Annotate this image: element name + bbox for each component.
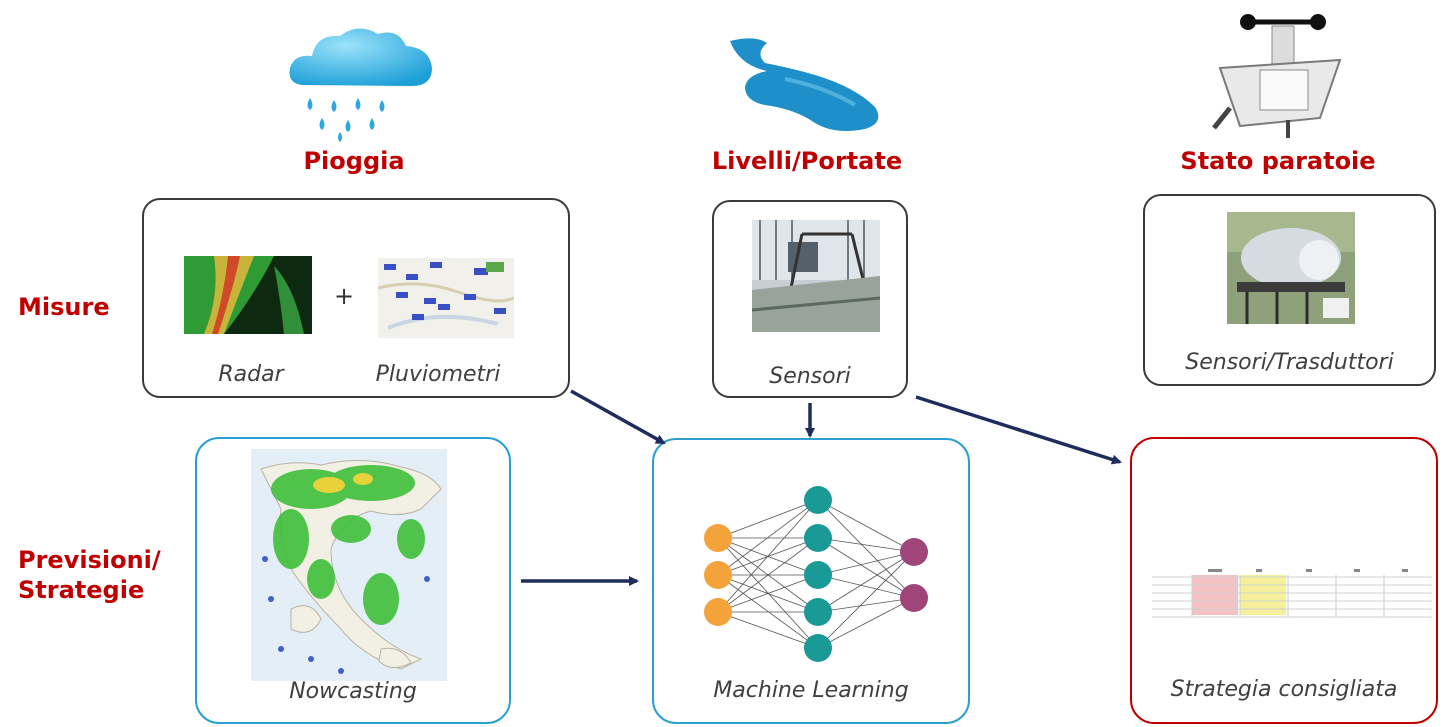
row-heading-measures: Misure — [18, 293, 110, 321]
river-icon — [730, 38, 879, 131]
plus-sign: + — [334, 282, 355, 310]
machine-learning-box: Machine Learning — [652, 438, 970, 724]
strategy-caption: Strategia consigliata — [1170, 677, 1398, 702]
machine-learning-caption: Machine Learning — [713, 678, 909, 703]
strategy-box: Strategia consigliata — [1130, 437, 1438, 724]
gate-transducer-image — [1227, 212, 1355, 324]
arrow-sensors-to-strategy — [915, 395, 1122, 465]
nowcasting-map-image — [251, 449, 447, 681]
neural-network-diagram — [704, 486, 928, 662]
measures-rain-box: + Radar Pluviometri — [142, 198, 570, 398]
row-heading-forecasts-line1: Previsioni/ — [18, 546, 161, 574]
rain-gauge-map-image — [378, 258, 514, 338]
row-heading-forecasts: Previsioni/ Strategie — [18, 545, 161, 605]
column-heading-rain: Pioggia — [303, 147, 405, 175]
water-level-sensor-image — [752, 220, 880, 332]
radar-caption: Radar — [218, 362, 284, 387]
transducers-caption: Sensori/Trasduttori — [1185, 350, 1394, 375]
row-heading-forecasts-line2: Strategie — [18, 576, 145, 604]
input-nodes — [704, 524, 732, 626]
radar-image — [184, 256, 312, 334]
hidden-nodes — [804, 486, 832, 662]
nowcasting-caption: Nowcasting — [289, 679, 417, 704]
output-nodes — [900, 538, 928, 612]
measures-levels-box: Sensori — [712, 200, 908, 398]
strategy-table-image — [1152, 569, 1432, 618]
nowcasting-box: Nowcasting — [195, 437, 511, 724]
column-heading-gates: Stato paratoie — [1180, 147, 1376, 175]
sensors-caption: Sensori — [769, 364, 851, 389]
arrow-rain-to-ml — [570, 389, 666, 445]
measures-gates-box: Sensori/Trasduttori — [1143, 194, 1436, 386]
rain-cloud-icon — [289, 28, 432, 142]
column-heading-levels: Livelli/Portate — [711, 147, 903, 175]
rain-gauges-caption: Pluviometri — [375, 362, 501, 387]
gate-icon — [1212, 14, 1342, 138]
